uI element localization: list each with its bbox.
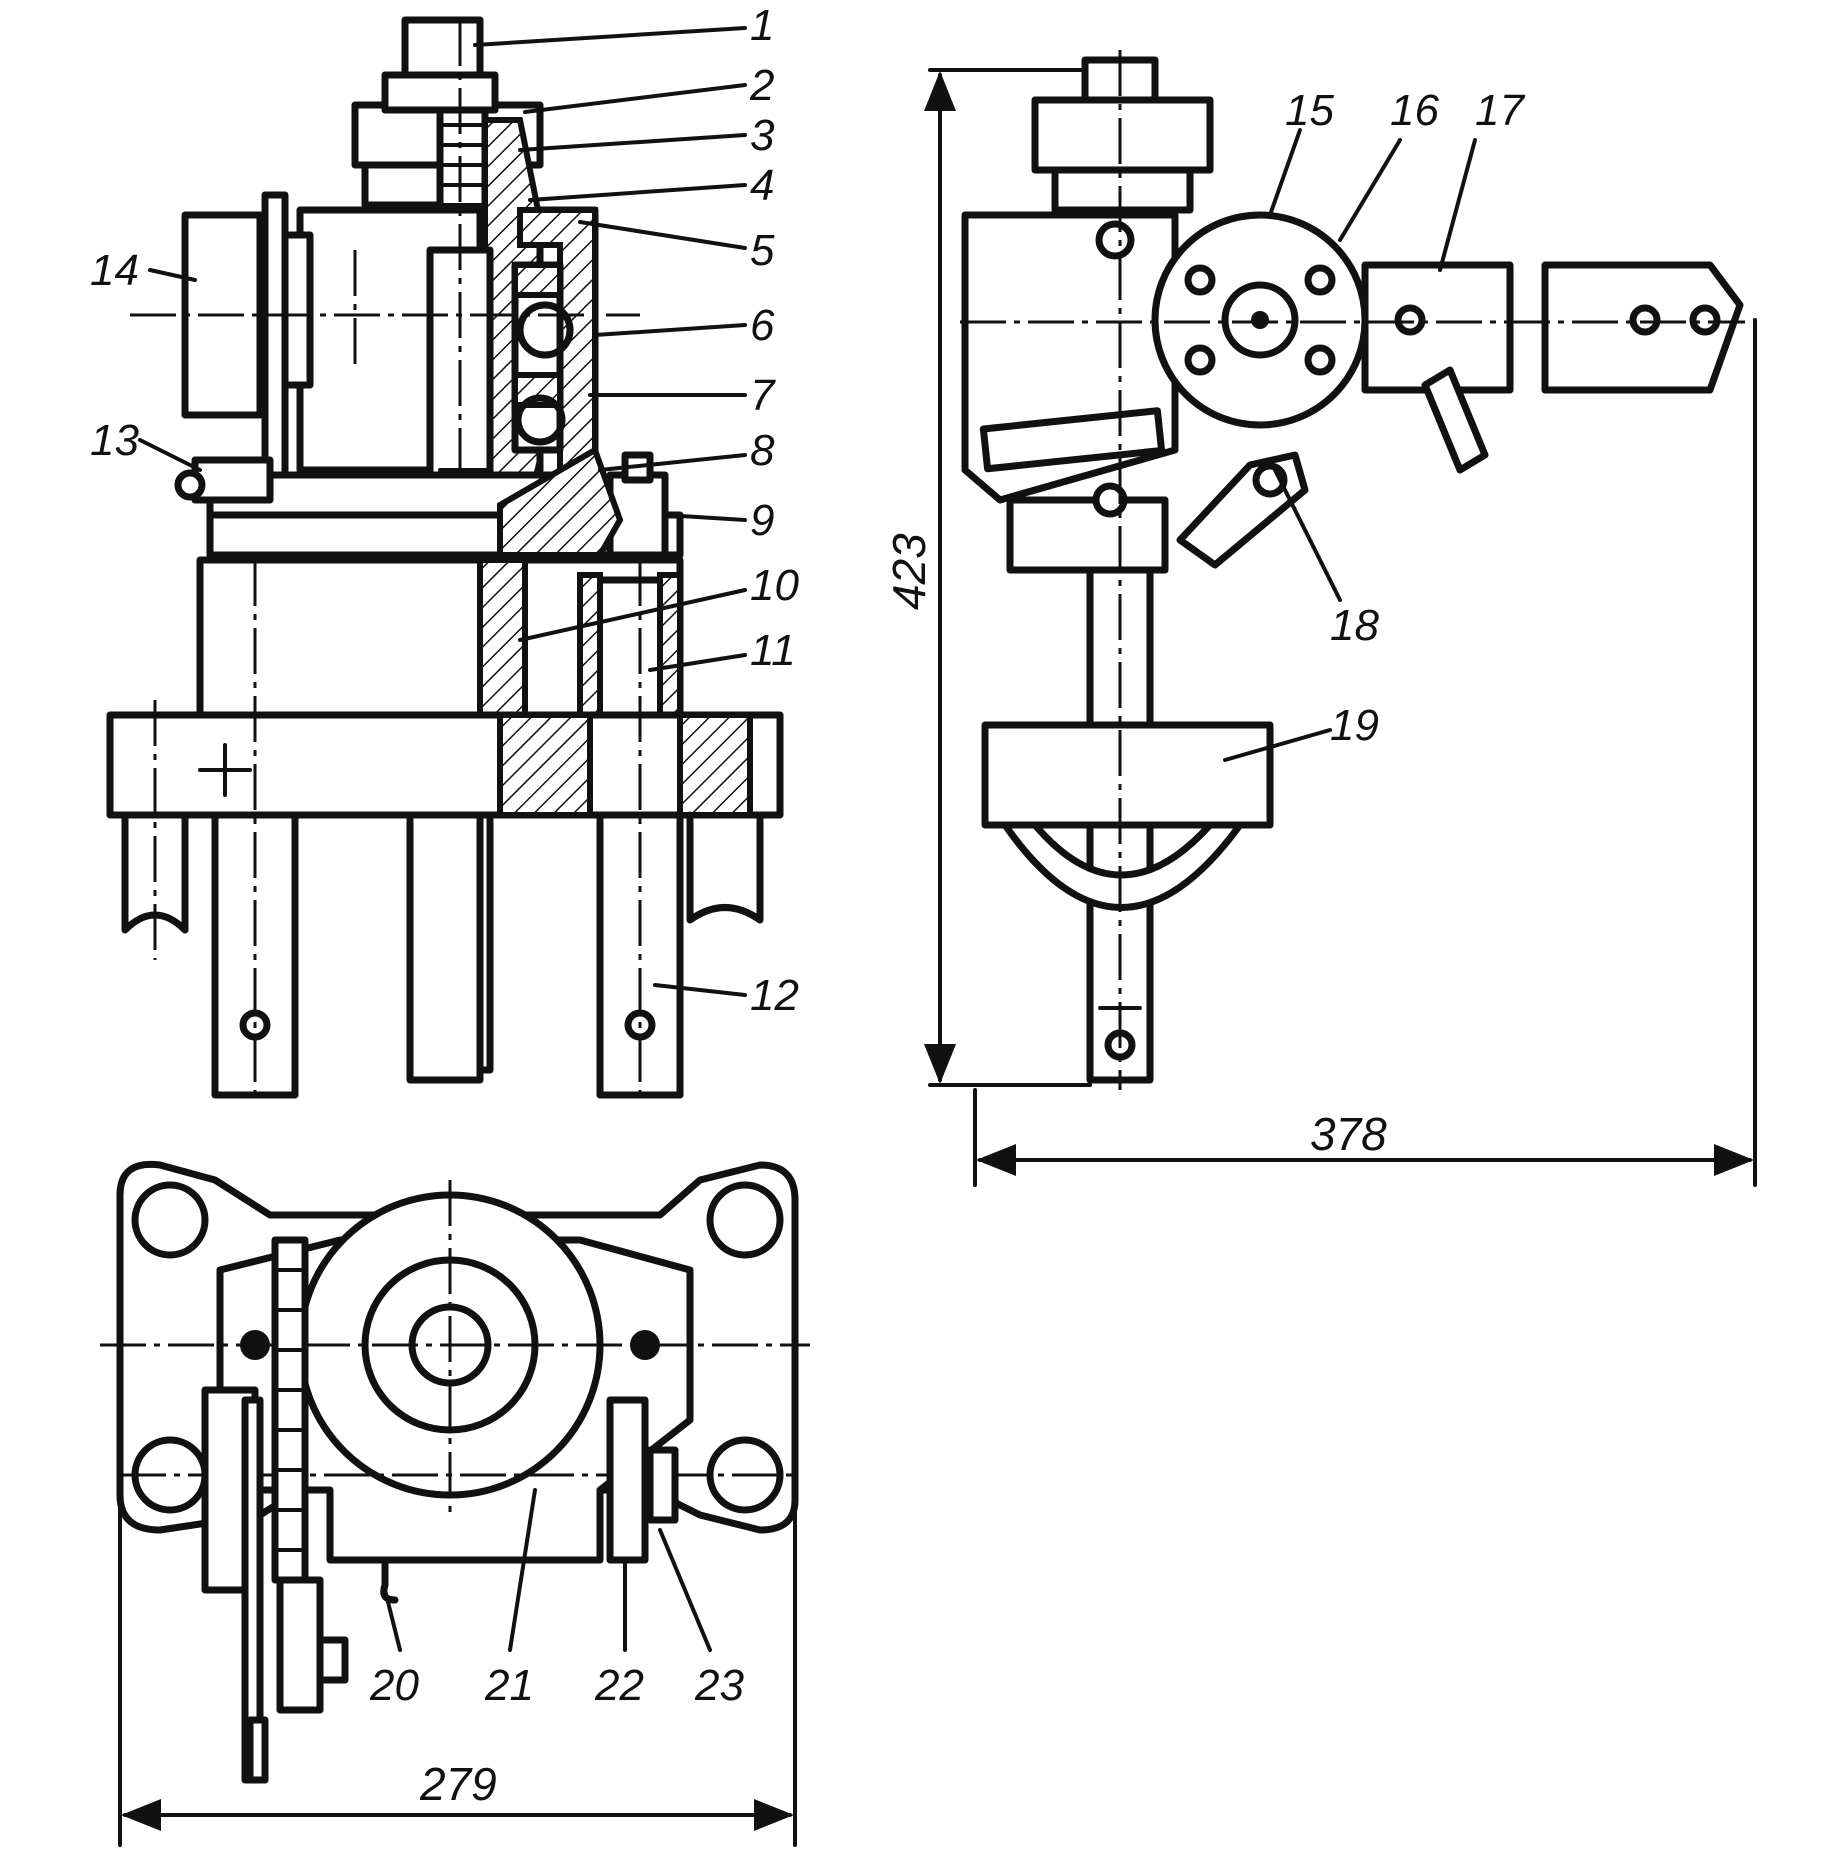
dimension-width-side: 378 <box>1310 1108 1387 1160</box>
label-23: 23 <box>694 1661 744 1710</box>
label-20: 20 <box>369 1661 419 1710</box>
plan-view <box>100 1160 810 1784</box>
plan-view-callouts: 20 21 22 23 <box>369 1488 744 1710</box>
front-section-view <box>106 16 784 1100</box>
label-21: 21 <box>484 1661 534 1710</box>
label-12: 12 <box>750 971 799 1020</box>
screw-23 <box>646 1446 679 1524</box>
label-15: 15 <box>1285 86 1334 135</box>
right-foot-hook <box>686 811 764 924</box>
screw-22 <box>606 1396 649 1564</box>
side-dimensions: 423 378 <box>883 68 1757 1187</box>
base-flange <box>106 711 784 819</box>
arm-18 <box>1176 451 1309 569</box>
label-2: 2 <box>749 61 774 110</box>
clamp-19 <box>981 721 1274 829</box>
side-view <box>960 50 1745 1090</box>
chain-strip <box>271 1236 309 1584</box>
round-flange-15 <box>1151 211 1369 429</box>
label-7: 7 <box>750 371 776 420</box>
label-16: 16 <box>1390 86 1439 135</box>
dimension-height: 423 <box>883 533 935 610</box>
label-17: 17 <box>1475 86 1525 135</box>
label-3: 3 <box>750 111 775 160</box>
center-rod <box>406 811 484 1084</box>
label-1: 1 <box>750 1 774 50</box>
label-22: 22 <box>594 1661 644 1710</box>
side-view-callouts: 15 16 17 18 19 <box>1223 86 1525 762</box>
clamp-u <box>1001 821 1244 911</box>
arm-17 <box>1361 261 1514 394</box>
wedge-8 <box>497 445 624 558</box>
bolt-13 <box>191 456 274 504</box>
label-10: 10 <box>750 561 799 610</box>
label-8: 8 <box>750 426 775 475</box>
plan-dimensions: 279 <box>118 1498 797 1847</box>
lever <box>1421 366 1489 474</box>
label-19: 19 <box>1330 701 1379 750</box>
label-5: 5 <box>750 226 775 275</box>
label-11: 11 <box>750 626 796 675</box>
dimension-width-plan: 279 <box>419 1758 497 1810</box>
label-9: 9 <box>750 496 774 545</box>
label-6: 6 <box>750 301 775 350</box>
label-14: 14 <box>90 246 139 295</box>
label-18: 18 <box>1330 601 1379 650</box>
front-view-callouts: 1 2 3 4 5 6 7 8 9 10 11 12 13 14 <box>90 1 799 1020</box>
label-13: 13 <box>90 416 139 465</box>
label-4: 4 <box>750 161 774 210</box>
